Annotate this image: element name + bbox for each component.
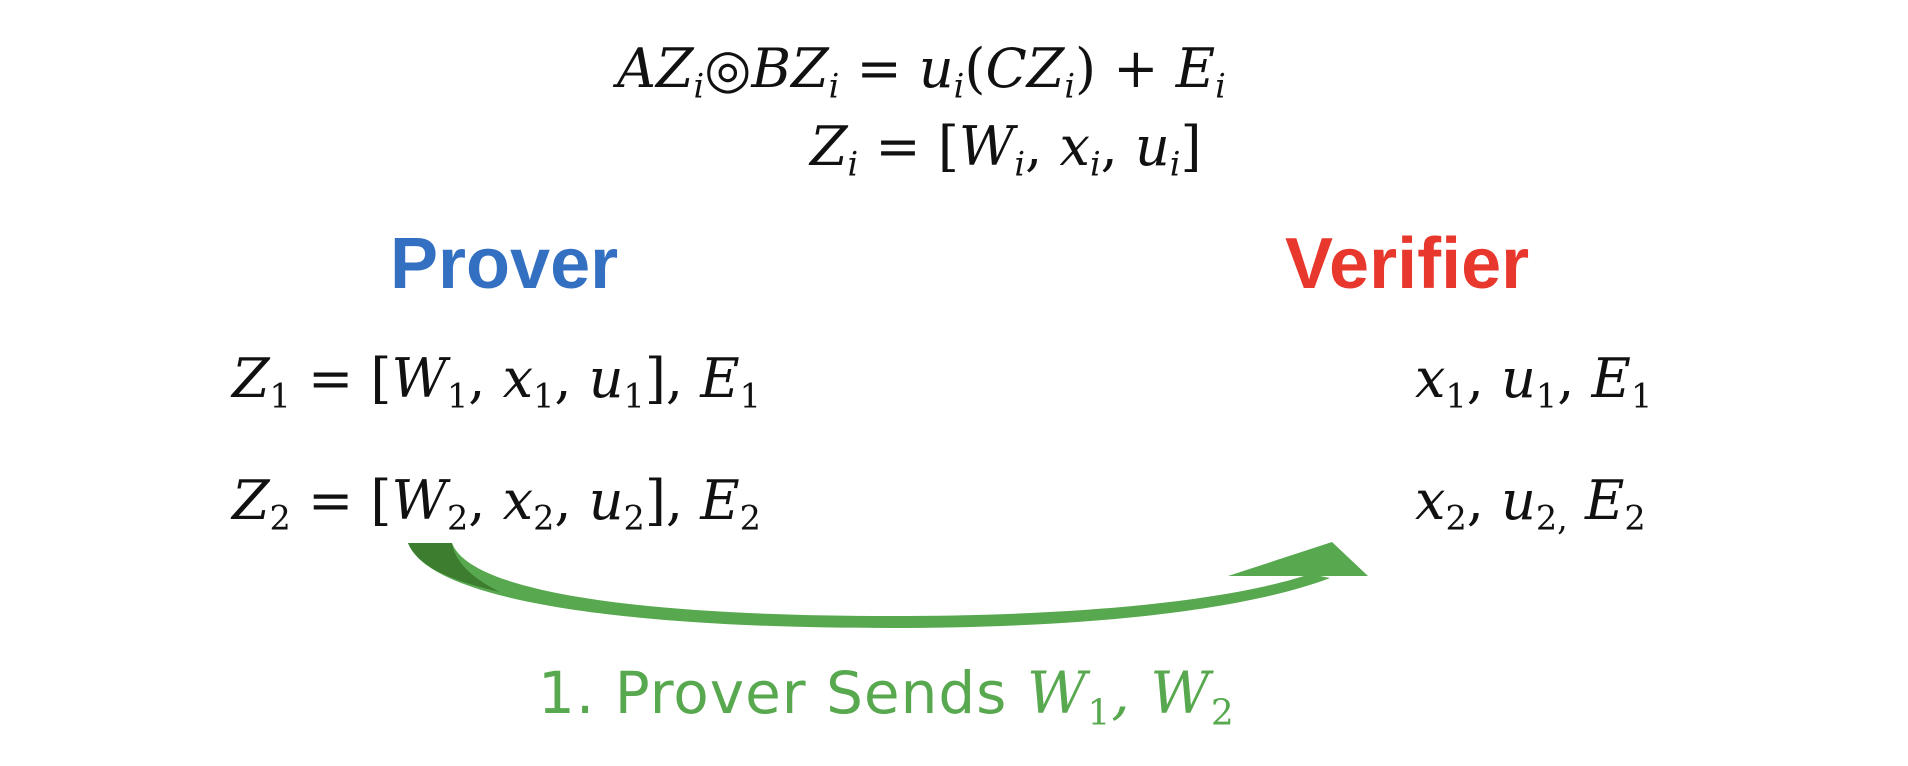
send-caption: 1. Prover Sends W1, W2 <box>538 664 1235 731</box>
x-subscript: 1 <box>533 376 555 416</box>
eq-u: u <box>918 37 954 100</box>
x-symbol: x <box>502 347 534 410</box>
prover-row-2: Z2 = [W2, x2, u2], E2 <box>232 474 761 535</box>
eq-paren-close: ) <box>1075 37 1097 100</box>
u-subscript: 1 <box>623 376 645 416</box>
send-arrow-body <box>408 543 1330 628</box>
e-subscript: 1 <box>1630 376 1653 416</box>
def-sub-i: i <box>1169 144 1181 184</box>
x-subscript: 2 <box>1445 498 1467 538</box>
comma: , <box>468 469 503 532</box>
comma: , <box>1466 347 1502 410</box>
eq-sub-i: i <box>953 66 965 106</box>
w2-subscript: 2 <box>1210 692 1235 734</box>
def-comma: , <box>1025 115 1060 178</box>
w1-symbol: W <box>1026 659 1088 727</box>
z-subscript: 2 <box>269 498 291 538</box>
eq-A: A <box>617 37 656 100</box>
e-symbol: E <box>1585 469 1625 532</box>
comma: , <box>554 347 589 410</box>
w2-symbol: W <box>1150 659 1211 727</box>
x-symbol: x <box>1415 469 1446 532</box>
e-symbol: E <box>700 469 740 532</box>
eq-sub-i: i <box>1215 66 1226 106</box>
eq-B: B <box>751 37 792 100</box>
def-bracket-close: ] <box>1180 115 1202 178</box>
z-symbol: Z <box>232 469 270 532</box>
e-subscript: 1 <box>739 376 761 416</box>
verifier-heading: Verifier <box>1285 224 1530 304</box>
w1-subscript: 1 <box>1087 692 1112 734</box>
equals-bracket: = [ <box>290 347 392 410</box>
eq-C: C <box>985 37 1027 100</box>
x-subscript: 2 <box>533 498 555 538</box>
def-u: u <box>1135 115 1170 178</box>
send-arrow-shading <box>408 543 500 592</box>
x-symbol: x <box>502 469 534 532</box>
eq-Z: Z <box>791 37 829 100</box>
eq-plus: + <box>1096 37 1176 100</box>
u-symbol: u <box>1501 469 1536 532</box>
u-symbol: u <box>1501 347 1536 410</box>
def-comma: , <box>1100 115 1136 178</box>
e-symbol: E <box>700 347 740 410</box>
z-subscript: 1 <box>269 376 291 416</box>
u-subscript: 2, <box>1535 498 1568 538</box>
hadamard-operator: ◎ <box>704 37 752 100</box>
caption-separator: , <box>1111 659 1151 727</box>
def-sub-i: i <box>847 144 859 184</box>
def-W: W <box>958 115 1015 178</box>
e-subscript: 2 <box>739 498 761 538</box>
u-subscript: 2 <box>623 498 645 538</box>
caption-w-values: W1, W2 <box>1026 659 1235 731</box>
u-symbol: u <box>588 469 624 532</box>
relation-equation: AZi◎BZi = ui(CZi) + Ei <box>617 42 1226 103</box>
comma: , <box>554 469 589 532</box>
eq-equals: = <box>839 37 919 100</box>
prover-row-1: Z1 = [W1, x1, u1], E1 <box>232 352 761 413</box>
eq-sub-i: i <box>828 66 840 106</box>
send-arrow-head <box>1228 542 1368 576</box>
comma: , <box>1557 347 1592 410</box>
x-subscript: 1 <box>1445 376 1467 416</box>
equals-bracket: = [ <box>290 469 392 532</box>
verifier-row-2: x2, u2, E2 <box>1415 474 1646 535</box>
comma: , <box>1466 469 1502 532</box>
def-sub-i: i <box>1014 144 1026 184</box>
def-x: x <box>1059 115 1090 178</box>
eq-sub-i: i <box>693 66 705 106</box>
u-symbol: u <box>588 347 624 410</box>
w-symbol: W <box>391 469 447 532</box>
close-bracket: ], <box>644 469 701 532</box>
u-subscript: 1 <box>1535 376 1558 416</box>
eq-sub-i: i <box>1064 66 1076 106</box>
def-equals: = [ <box>858 115 959 178</box>
def-sub-i: i <box>1089 144 1101 184</box>
x-symbol: x <box>1415 347 1446 410</box>
definition-equation: Zi = [Wi, xi, ui] <box>810 120 1202 181</box>
def-Z: Z <box>810 115 848 178</box>
w-symbol: W <box>391 347 447 410</box>
caption-step: 1. <box>538 659 596 727</box>
w-subscript: 1 <box>447 376 469 416</box>
eq-Z: Z <box>1026 37 1065 100</box>
caption-text: Prover Sends <box>614 659 1008 727</box>
z-symbol: Z <box>232 347 270 410</box>
close-bracket: ], <box>644 347 701 410</box>
comma: , <box>468 347 503 410</box>
verifier-row-1: x1, u1, E1 <box>1415 352 1652 413</box>
eq-paren-open: ( <box>964 37 986 100</box>
eq-Z: Z <box>656 37 694 100</box>
eq-E: E <box>1175 37 1216 100</box>
e-subscript: 2 <box>1624 498 1646 538</box>
w-subscript: 2 <box>447 498 469 538</box>
prover-heading: Prover <box>390 224 619 304</box>
e-symbol: E <box>1591 347 1631 410</box>
